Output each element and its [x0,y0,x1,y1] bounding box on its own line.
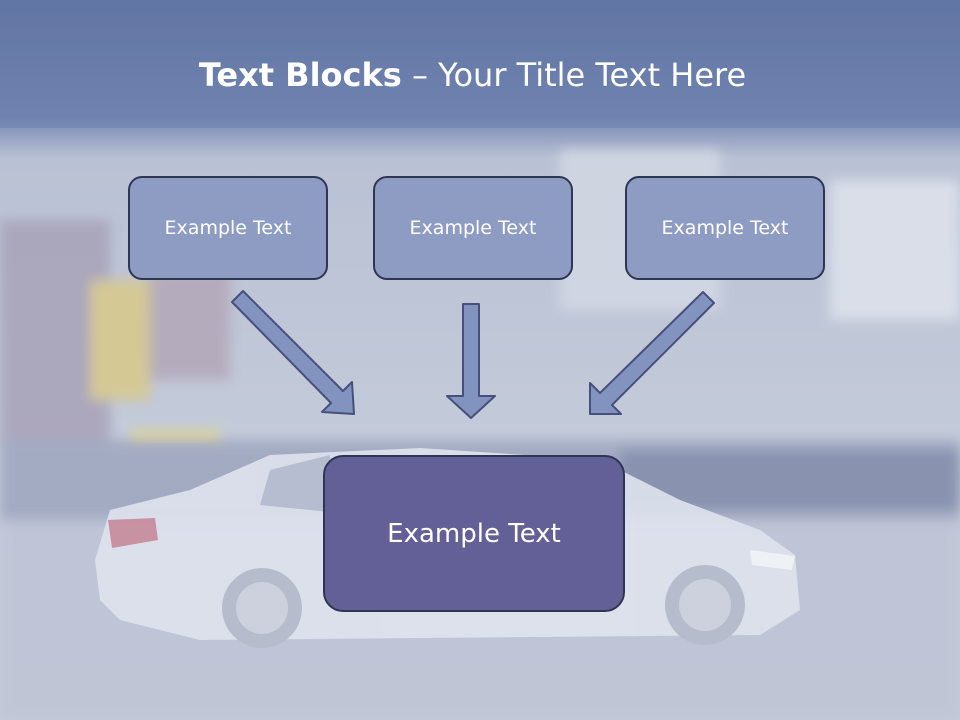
text-block-left[interactable]: Example Text [128,176,328,280]
title-dash: – [401,56,439,94]
title-bold: Text Blocks [198,56,402,94]
title-rest: Your Title Text Here [438,56,747,94]
text-block-center[interactable]: Example Text [373,176,573,280]
slide-title: Text Blocks – Your Title Text Here [0,52,945,98]
text-block-main[interactable]: Example Text [323,455,625,612]
text-block-right[interactable]: Example Text [625,176,825,280]
